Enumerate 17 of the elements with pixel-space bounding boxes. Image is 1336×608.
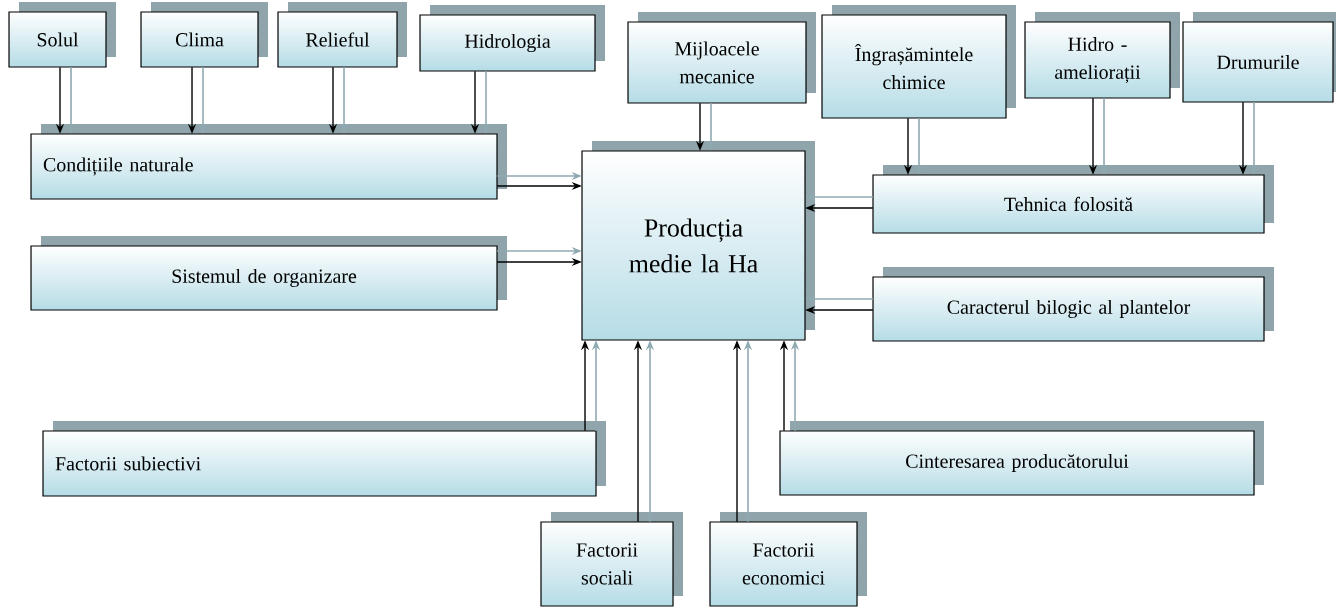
factor-box: Cinteresarea producătorului xyxy=(779,421,1264,496)
factor-box: Drumurile xyxy=(1182,12,1336,103)
factor-box: Factorii economici xyxy=(709,512,867,607)
factor-box: Hidro - ameliorații xyxy=(1024,12,1180,99)
factor-box: Relieful xyxy=(277,2,407,68)
factor-box: Factorii sociali xyxy=(540,512,683,607)
factor-box: Îngrașămintele chimice xyxy=(821,5,1016,119)
factor-box: Condițiile naturale xyxy=(30,124,507,200)
factor-box: Solul xyxy=(8,2,116,68)
factor-box: Clima xyxy=(140,2,268,68)
factor-box: Producția medie la Ha xyxy=(581,141,815,341)
factor-box: Sistemul de organizare xyxy=(30,236,507,311)
factor-box: Tehnica folosită xyxy=(872,165,1274,234)
factor-box: Mijloacele mecanice xyxy=(627,12,816,104)
factor-box: Factorii subiectivi xyxy=(42,421,606,497)
factor-box: Hidrologia xyxy=(419,5,605,72)
factor-box: Caracterul bilogic al plantelor xyxy=(872,267,1274,342)
